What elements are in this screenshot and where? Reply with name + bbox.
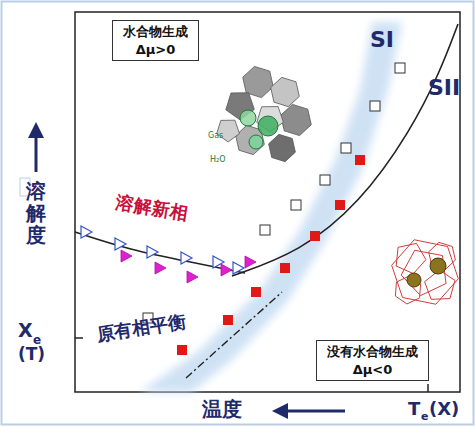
- si-cage: [217, 66, 312, 161]
- y-arrowhead: [28, 122, 44, 138]
- gas-molecule: [240, 110, 256, 126]
- sii-cage: [392, 240, 459, 304]
- cage-face: [271, 77, 300, 106]
- cage-edge: [392, 240, 459, 304]
- gas-molecule: [258, 116, 278, 136]
- label: T: [408, 399, 420, 419]
- guest-molecule: [407, 273, 421, 287]
- cage-edge: [425, 270, 455, 299]
- open-triangle: [181, 252, 192, 264]
- red-square: [310, 231, 320, 241]
- dash-dot-line: [186, 292, 282, 378]
- box-text: 水合物生成: [123, 23, 188, 41]
- axis-tick: [75, 337, 83, 339]
- cage-edge: [401, 250, 446, 295]
- label: 溶解度: [26, 180, 46, 246]
- filled-triangle: [187, 271, 198, 283]
- label: e: [421, 411, 428, 423]
- red-square: [355, 155, 365, 165]
- red-square: [177, 345, 187, 355]
- red-square: [223, 315, 233, 325]
- label: 温度: [202, 398, 242, 420]
- cage-edge: [396, 243, 426, 273]
- red-square: [335, 200, 345, 210]
- box-text: Δμ>0: [123, 41, 188, 59]
- open-triangle: [81, 226, 92, 238]
- open-triangle: [115, 238, 126, 250]
- equilibrium-curve: [232, 24, 458, 276]
- solubility-curve: [75, 232, 245, 273]
- label: SII: [428, 76, 460, 100]
- label: SI: [370, 28, 394, 52]
- filled-triangle: [245, 256, 256, 268]
- plot-frame: [75, 12, 460, 392]
- box-text: 没有水合物生成: [327, 343, 418, 361]
- filled-triangle: [221, 264, 232, 276]
- y-arrow: [35, 135, 38, 172]
- open-square: [341, 143, 351, 153]
- cage-face: [281, 104, 312, 135]
- open-triangle: [233, 262, 244, 274]
- label: H₂O: [210, 156, 226, 165]
- filled-triangle: [155, 262, 166, 274]
- label: (X): [429, 399, 459, 419]
- x-arrowhead: [272, 403, 288, 419]
- open-square: [370, 101, 380, 111]
- filled-triangle: [121, 250, 132, 262]
- open-triangle: [147, 246, 158, 258]
- label: Gas: [208, 132, 223, 141]
- red-square: [280, 263, 290, 273]
- region-box: 水合物生成Δμ>0: [112, 20, 199, 61]
- label: X: [18, 320, 33, 341]
- open-square: [260, 225, 270, 235]
- axis-tick: [427, 384, 429, 392]
- region-box: 没有水合物生成Δμ<0: [316, 340, 429, 381]
- cage-face: [269, 134, 296, 161]
- box-text: Δμ<0: [327, 361, 418, 379]
- red-square: [251, 287, 261, 297]
- label: (T): [18, 345, 45, 364]
- x-arrow: [285, 410, 345, 413]
- open-square: [320, 175, 330, 185]
- guest-molecule: [430, 258, 446, 274]
- open-square: [291, 200, 301, 210]
- open-square: [395, 63, 405, 73]
- gas-molecule: [249, 135, 263, 149]
